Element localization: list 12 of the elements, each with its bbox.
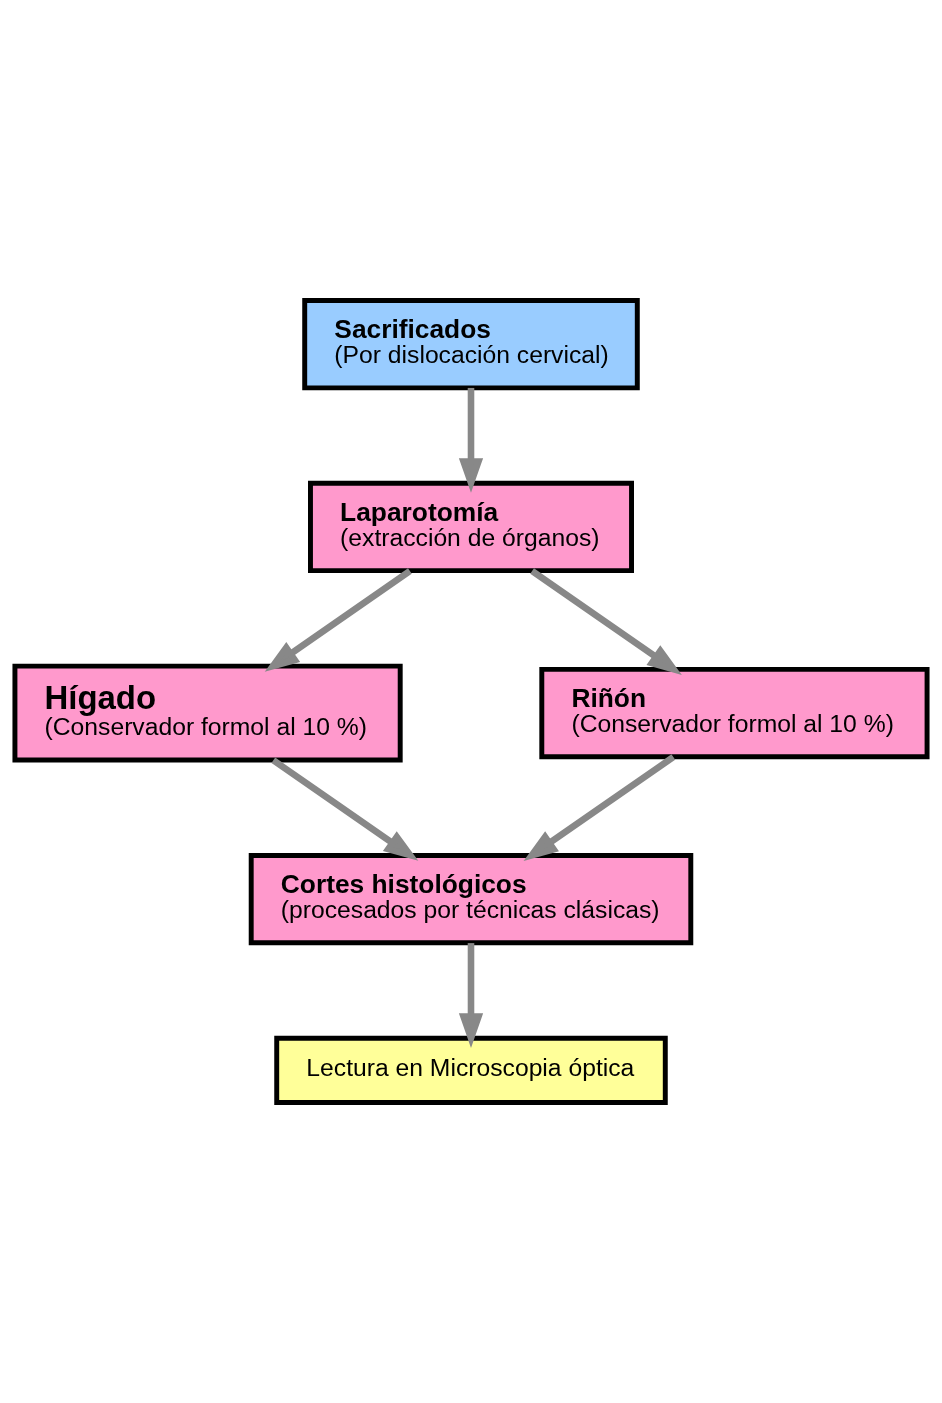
node-box: Riñón (Conservador formol al 10 %) xyxy=(539,666,930,760)
node-box: Hígado (Conservador formol al 10 %) xyxy=(12,663,403,763)
arrow xyxy=(523,754,676,861)
arrow xyxy=(264,568,412,672)
node-box: Cortes histológicos (procesados por técnicas clásicas) xyxy=(248,852,694,946)
arrow xyxy=(458,387,484,493)
node-box: Lectura en Microscopia óptica xyxy=(274,1035,668,1105)
node-box: Laparotomía (extracción de órganos) xyxy=(308,480,634,574)
node-box: Sacrificados (Por dislocación cervical) xyxy=(302,298,640,391)
arrow xyxy=(458,943,484,1048)
arrow xyxy=(271,757,419,861)
arrow xyxy=(530,568,682,675)
